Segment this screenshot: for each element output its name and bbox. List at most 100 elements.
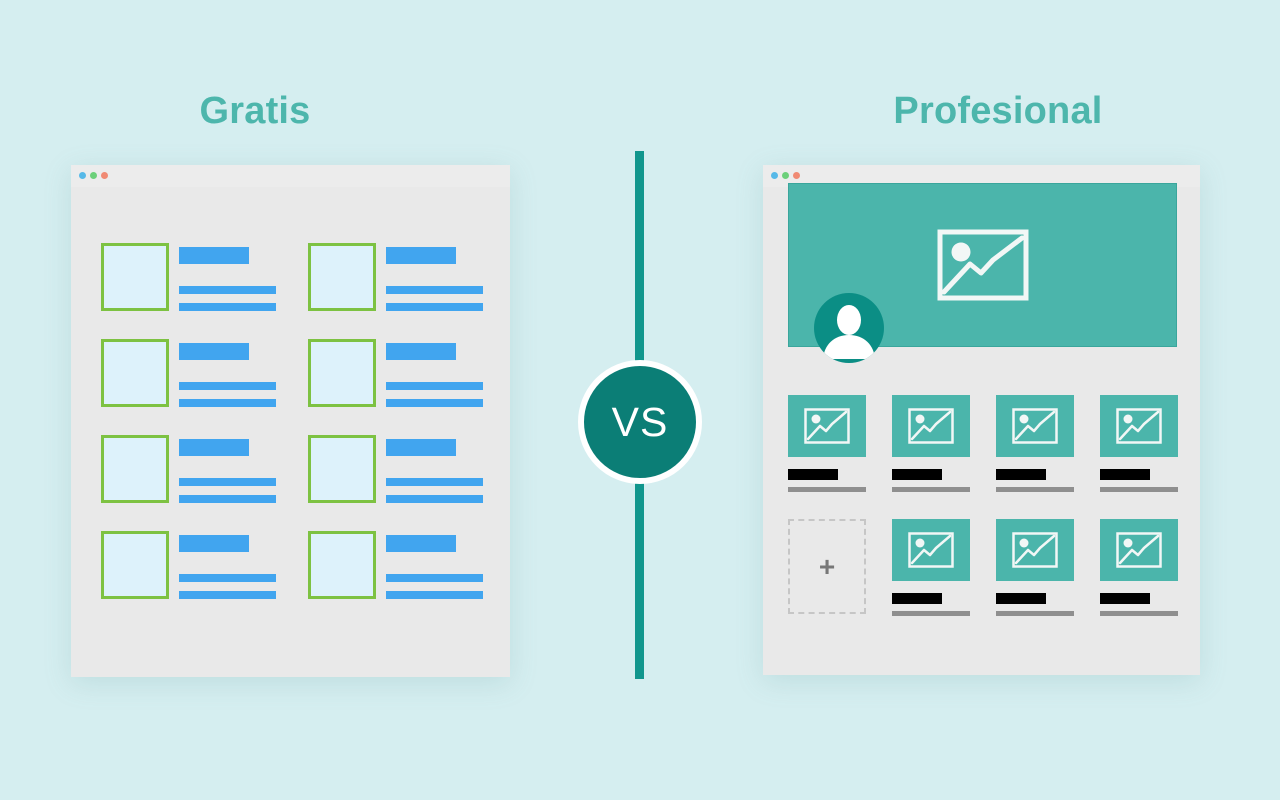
versus-label: VS bbox=[611, 398, 669, 445]
list-item-thumbnail bbox=[101, 339, 169, 407]
gallery-card-subtitle-bar bbox=[1100, 611, 1178, 616]
list-item-thumbnail bbox=[101, 435, 169, 503]
gallery-card[interactable] bbox=[892, 519, 970, 623]
image-placeholder-icon bbox=[1012, 408, 1058, 444]
list-item-thumbnail bbox=[308, 531, 376, 599]
list-item-line-bar bbox=[386, 574, 483, 582]
gallery-card-thumbnail bbox=[996, 519, 1074, 581]
gallery-card[interactable] bbox=[892, 395, 970, 499]
minimize-dot-icon[interactable] bbox=[79, 172, 86, 179]
gallery-card[interactable] bbox=[1100, 519, 1178, 623]
list-item-text-block bbox=[179, 243, 308, 320]
user-avatar-icon bbox=[823, 305, 875, 359]
list-item-line-bar bbox=[386, 478, 483, 486]
list-item-thumbnail bbox=[101, 531, 169, 599]
list-item-line-bar bbox=[179, 591, 276, 599]
free-plan-window bbox=[71, 165, 510, 677]
gallery-card-subtitle-bar bbox=[1100, 487, 1178, 492]
list-item-line-bar bbox=[386, 591, 483, 599]
gallery-card[interactable] bbox=[788, 395, 866, 499]
image-placeholder-icon bbox=[908, 532, 954, 568]
list-item[interactable] bbox=[308, 531, 489, 627]
gallery-card[interactable] bbox=[1100, 395, 1178, 499]
list-item-title-bar bbox=[179, 535, 249, 552]
list-item-text-block bbox=[386, 339, 489, 416]
list-item[interactable] bbox=[101, 339, 308, 435]
add-media-card[interactable]: + bbox=[788, 519, 866, 623]
list-item-title-bar bbox=[386, 343, 456, 360]
window-titlebar-free bbox=[71, 165, 510, 187]
gallery-card-title-bar bbox=[996, 593, 1046, 604]
list-item-title-bar bbox=[179, 247, 249, 264]
list-item[interactable] bbox=[101, 435, 308, 531]
list-item-thumbnail bbox=[101, 243, 169, 311]
image-placeholder-icon bbox=[804, 408, 850, 444]
image-placeholder-icon bbox=[908, 408, 954, 444]
avatar[interactable] bbox=[814, 293, 884, 363]
maximize-dot-icon[interactable] bbox=[782, 172, 789, 179]
list-item-text-block bbox=[179, 531, 308, 608]
gallery-card[interactable] bbox=[996, 395, 1074, 499]
list-item-title-bar bbox=[179, 439, 249, 456]
list-item-title-bar bbox=[386, 247, 456, 264]
gallery-card-thumbnail bbox=[1100, 519, 1178, 581]
image-placeholder-icon bbox=[937, 229, 1028, 301]
list-item-text-block bbox=[179, 339, 308, 416]
list-item-thumbnail bbox=[308, 339, 376, 407]
gallery-card-thumbnail bbox=[892, 519, 970, 581]
media-gallery: + bbox=[788, 395, 1178, 623]
gallery-card-subtitle-bar bbox=[788, 487, 866, 492]
gallery-card-title-bar bbox=[996, 469, 1046, 480]
close-dot-icon[interactable] bbox=[101, 172, 108, 179]
list-item-text-block bbox=[386, 243, 489, 320]
gallery-card-thumbnail bbox=[1100, 395, 1178, 457]
gallery-card-subtitle-bar bbox=[892, 611, 970, 616]
list-item-title-bar bbox=[386, 439, 456, 456]
window-controls-professional bbox=[771, 172, 800, 179]
page-title-professional: Profesional bbox=[893, 90, 1103, 132]
list-item[interactable] bbox=[101, 531, 308, 627]
list-item-line-bar bbox=[386, 399, 483, 407]
gallery-card-thumbnail bbox=[788, 395, 866, 457]
list-item-line-bar bbox=[179, 382, 276, 390]
list-item-text-block bbox=[179, 435, 308, 512]
gallery-card-thumbnail bbox=[996, 395, 1074, 457]
gallery-card-title-bar bbox=[1100, 593, 1150, 604]
list-item-line-bar bbox=[386, 495, 483, 503]
list-item-line-bar bbox=[386, 303, 483, 311]
list-item-line-bar bbox=[179, 478, 276, 486]
gallery-card[interactable] bbox=[996, 519, 1074, 623]
list-item-line-bar bbox=[179, 495, 276, 503]
gallery-card-title-bar bbox=[1100, 469, 1150, 480]
window-controls-free bbox=[79, 172, 108, 179]
gallery-card-subtitle-bar bbox=[892, 487, 970, 492]
minimize-dot-icon[interactable] bbox=[771, 172, 778, 179]
add-media-dropzone[interactable]: + bbox=[788, 519, 866, 614]
versus-badge: VS bbox=[578, 360, 702, 484]
plus-icon: + bbox=[818, 550, 836, 582]
list-item[interactable] bbox=[308, 243, 489, 339]
gallery-card-title-bar bbox=[892, 593, 942, 604]
list-item-text-block bbox=[386, 531, 489, 608]
gallery-card-subtitle-bar bbox=[996, 487, 1074, 492]
gallery-card-subtitle-bar bbox=[996, 611, 1074, 616]
page-title-free: Gratis bbox=[199, 90, 311, 132]
list-item-line-bar bbox=[386, 382, 483, 390]
image-placeholder-icon bbox=[1012, 532, 1058, 568]
gallery-card-title-bar bbox=[788, 469, 838, 480]
gallery-card-thumbnail bbox=[892, 395, 970, 457]
close-dot-icon[interactable] bbox=[793, 172, 800, 179]
list-item-text-block bbox=[386, 435, 489, 512]
list-item[interactable] bbox=[308, 435, 489, 531]
list-item-title-bar bbox=[179, 343, 249, 360]
maximize-dot-icon[interactable] bbox=[90, 172, 97, 179]
free-listing-grid bbox=[101, 243, 489, 627]
image-placeholder-icon bbox=[1116, 408, 1162, 444]
list-item-line-bar bbox=[386, 286, 483, 294]
window-titlebar-professional bbox=[763, 165, 1200, 187]
list-item-line-bar bbox=[179, 303, 276, 311]
list-item[interactable] bbox=[101, 243, 308, 339]
list-item-line-bar bbox=[179, 399, 276, 407]
list-item[interactable] bbox=[308, 339, 489, 435]
